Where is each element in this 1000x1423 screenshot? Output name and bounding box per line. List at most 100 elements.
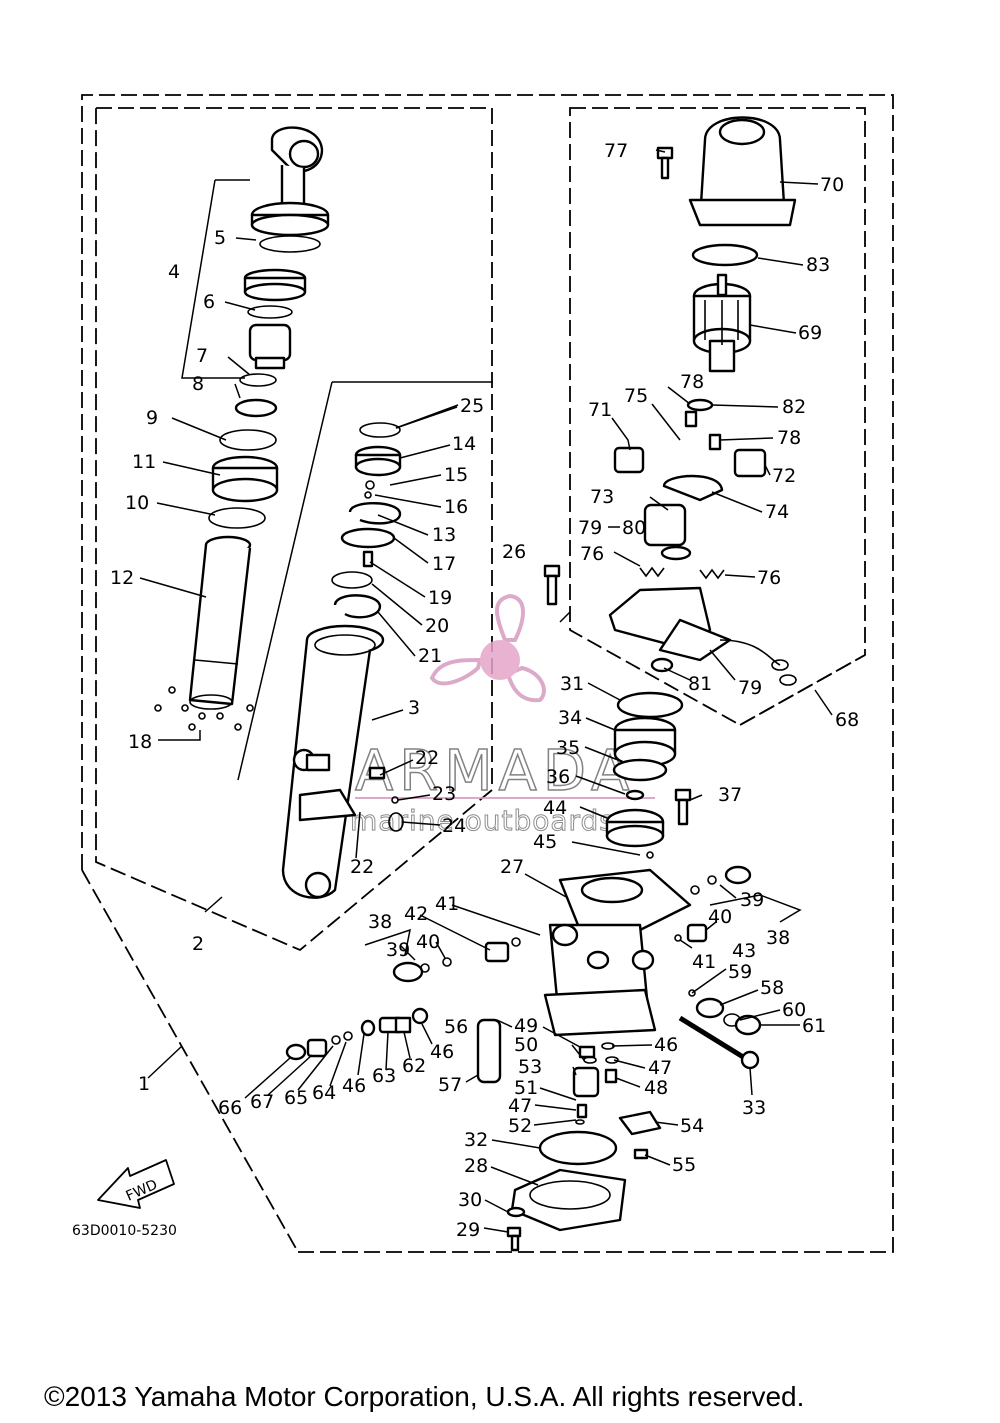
callout-31: 31: [560, 673, 584, 695]
callout-76b: 76: [757, 567, 781, 589]
callout-82: 82: [782, 396, 806, 418]
callout-54: 54: [680, 1115, 704, 1137]
callout-3: 3: [408, 697, 420, 719]
callout-6: 6: [203, 291, 215, 313]
callout-21: 21: [418, 645, 442, 667]
callout-37: 37: [718, 784, 742, 806]
callout-78b: 78: [777, 427, 801, 449]
callout-81: 81: [688, 673, 712, 695]
watermark-tagline: marine outboards: [350, 804, 615, 837]
callout-42: 42: [404, 903, 428, 925]
callout-12: 12: [110, 567, 134, 589]
callout-32: 32: [464, 1129, 488, 1151]
callout-7: 7: [196, 345, 208, 367]
callout-41a: 41: [435, 893, 459, 915]
tilt-ram-assembly: [154, 126, 493, 899]
callout-72: 72: [772, 465, 796, 487]
callout-26: 26: [502, 541, 526, 563]
callout-68: 68: [835, 709, 859, 731]
callout-79a: 79: [578, 517, 602, 539]
callout-28: 28: [464, 1155, 488, 1177]
callout-51: 51: [514, 1077, 538, 1099]
outer-boundary-1: [81, 94, 894, 1253]
callout-23: 23: [432, 783, 456, 805]
callout-24: 24: [442, 815, 466, 837]
callout-4: 4: [168, 261, 180, 283]
callout-labels: 1 2 3 4 5 6 7 8 9 10 11 12 13 14 15 16 1…: [110, 140, 859, 1241]
callout-30: 30: [458, 1189, 482, 1211]
callout-38a: 38: [368, 911, 392, 933]
callout-73: 73: [590, 486, 614, 508]
callout-27: 27: [500, 856, 524, 878]
callout-43: 43: [732, 940, 756, 962]
callout-55: 55: [672, 1154, 696, 1176]
callout-5: 5: [214, 227, 226, 249]
diagram-code: 63D0010-5230: [72, 1223, 177, 1239]
armada-logo-icon: [429, 593, 546, 703]
callout-77: 77: [604, 140, 628, 162]
callout-22a: 22: [415, 747, 439, 769]
callout-25: 25: [460, 395, 484, 417]
callout-44: 44: [543, 797, 567, 819]
callout-60: 60: [782, 999, 806, 1021]
assembly-boundaries: [81, 94, 894, 1253]
callout-8: 8: [192, 373, 204, 395]
callout-46b: 46: [342, 1075, 366, 1097]
callout-46c: 46: [654, 1034, 678, 1056]
callout-45: 45: [533, 831, 557, 853]
callout-63: 63: [372, 1065, 396, 1087]
callout-9: 9: [146, 407, 158, 429]
callout-20: 20: [425, 615, 449, 637]
callout-69: 69: [798, 322, 822, 344]
callout-47b: 47: [508, 1095, 532, 1117]
copyright-notice: ©2013 Yamaha Motor Corporation, U.S.A. A…: [44, 1381, 804, 1412]
boundary-2: [95, 107, 493, 952]
callout-65: 65: [284, 1087, 308, 1109]
callout-67: 67: [250, 1091, 274, 1113]
watermark-brand: ARMADA: [355, 739, 635, 804]
callout-39a: 39: [386, 939, 410, 961]
callout-80: 80: [622, 517, 646, 539]
callout-71: 71: [588, 399, 612, 421]
callout-1: 1: [138, 1073, 150, 1095]
callout-29: 29: [456, 1219, 480, 1241]
callout-14: 14: [452, 433, 476, 455]
callout-16: 16: [444, 496, 468, 518]
callout-74: 74: [765, 501, 789, 523]
leader-lines: [139, 149, 833, 1233]
callout-79b: 79: [738, 677, 762, 699]
callout-35: 35: [556, 737, 580, 759]
callout-49: 49: [514, 1015, 538, 1037]
callout-17: 17: [432, 553, 456, 575]
callout-39b: 39: [740, 889, 764, 911]
callout-34: 34: [558, 707, 582, 729]
callout-38b: 38: [766, 927, 790, 949]
callout-64: 64: [312, 1082, 336, 1104]
callout-53: 53: [518, 1056, 542, 1078]
callout-61: 61: [802, 1015, 826, 1037]
callout-62: 62: [402, 1055, 426, 1077]
callout-78a: 78: [680, 371, 704, 393]
callout-50: 50: [514, 1034, 538, 1056]
callout-13: 13: [432, 524, 456, 546]
callout-58: 58: [760, 977, 784, 999]
callout-83: 83: [806, 254, 830, 276]
callout-22b: 22: [350, 856, 374, 878]
callout-76a: 76: [580, 543, 604, 565]
callout-70: 70: [820, 174, 844, 196]
callout-10: 10: [125, 492, 149, 514]
callout-36: 36: [546, 766, 570, 788]
callout-46a: 46: [430, 1041, 454, 1063]
callout-41b: 41: [692, 951, 716, 973]
fwd-arrow-icon: FWD: [97, 1159, 175, 1209]
callout-2: 2: [192, 933, 204, 955]
callout-11: 11: [132, 451, 156, 473]
callout-33: 33: [742, 1097, 766, 1119]
callout-47a: 47: [648, 1057, 672, 1079]
callout-40a: 40: [416, 931, 440, 953]
callout-40b: 40: [708, 906, 732, 928]
callout-19: 19: [428, 587, 452, 609]
callout-75: 75: [624, 385, 648, 407]
callout-52: 52: [508, 1115, 532, 1137]
armada-watermark: ARMADA marine outboards: [350, 593, 655, 838]
